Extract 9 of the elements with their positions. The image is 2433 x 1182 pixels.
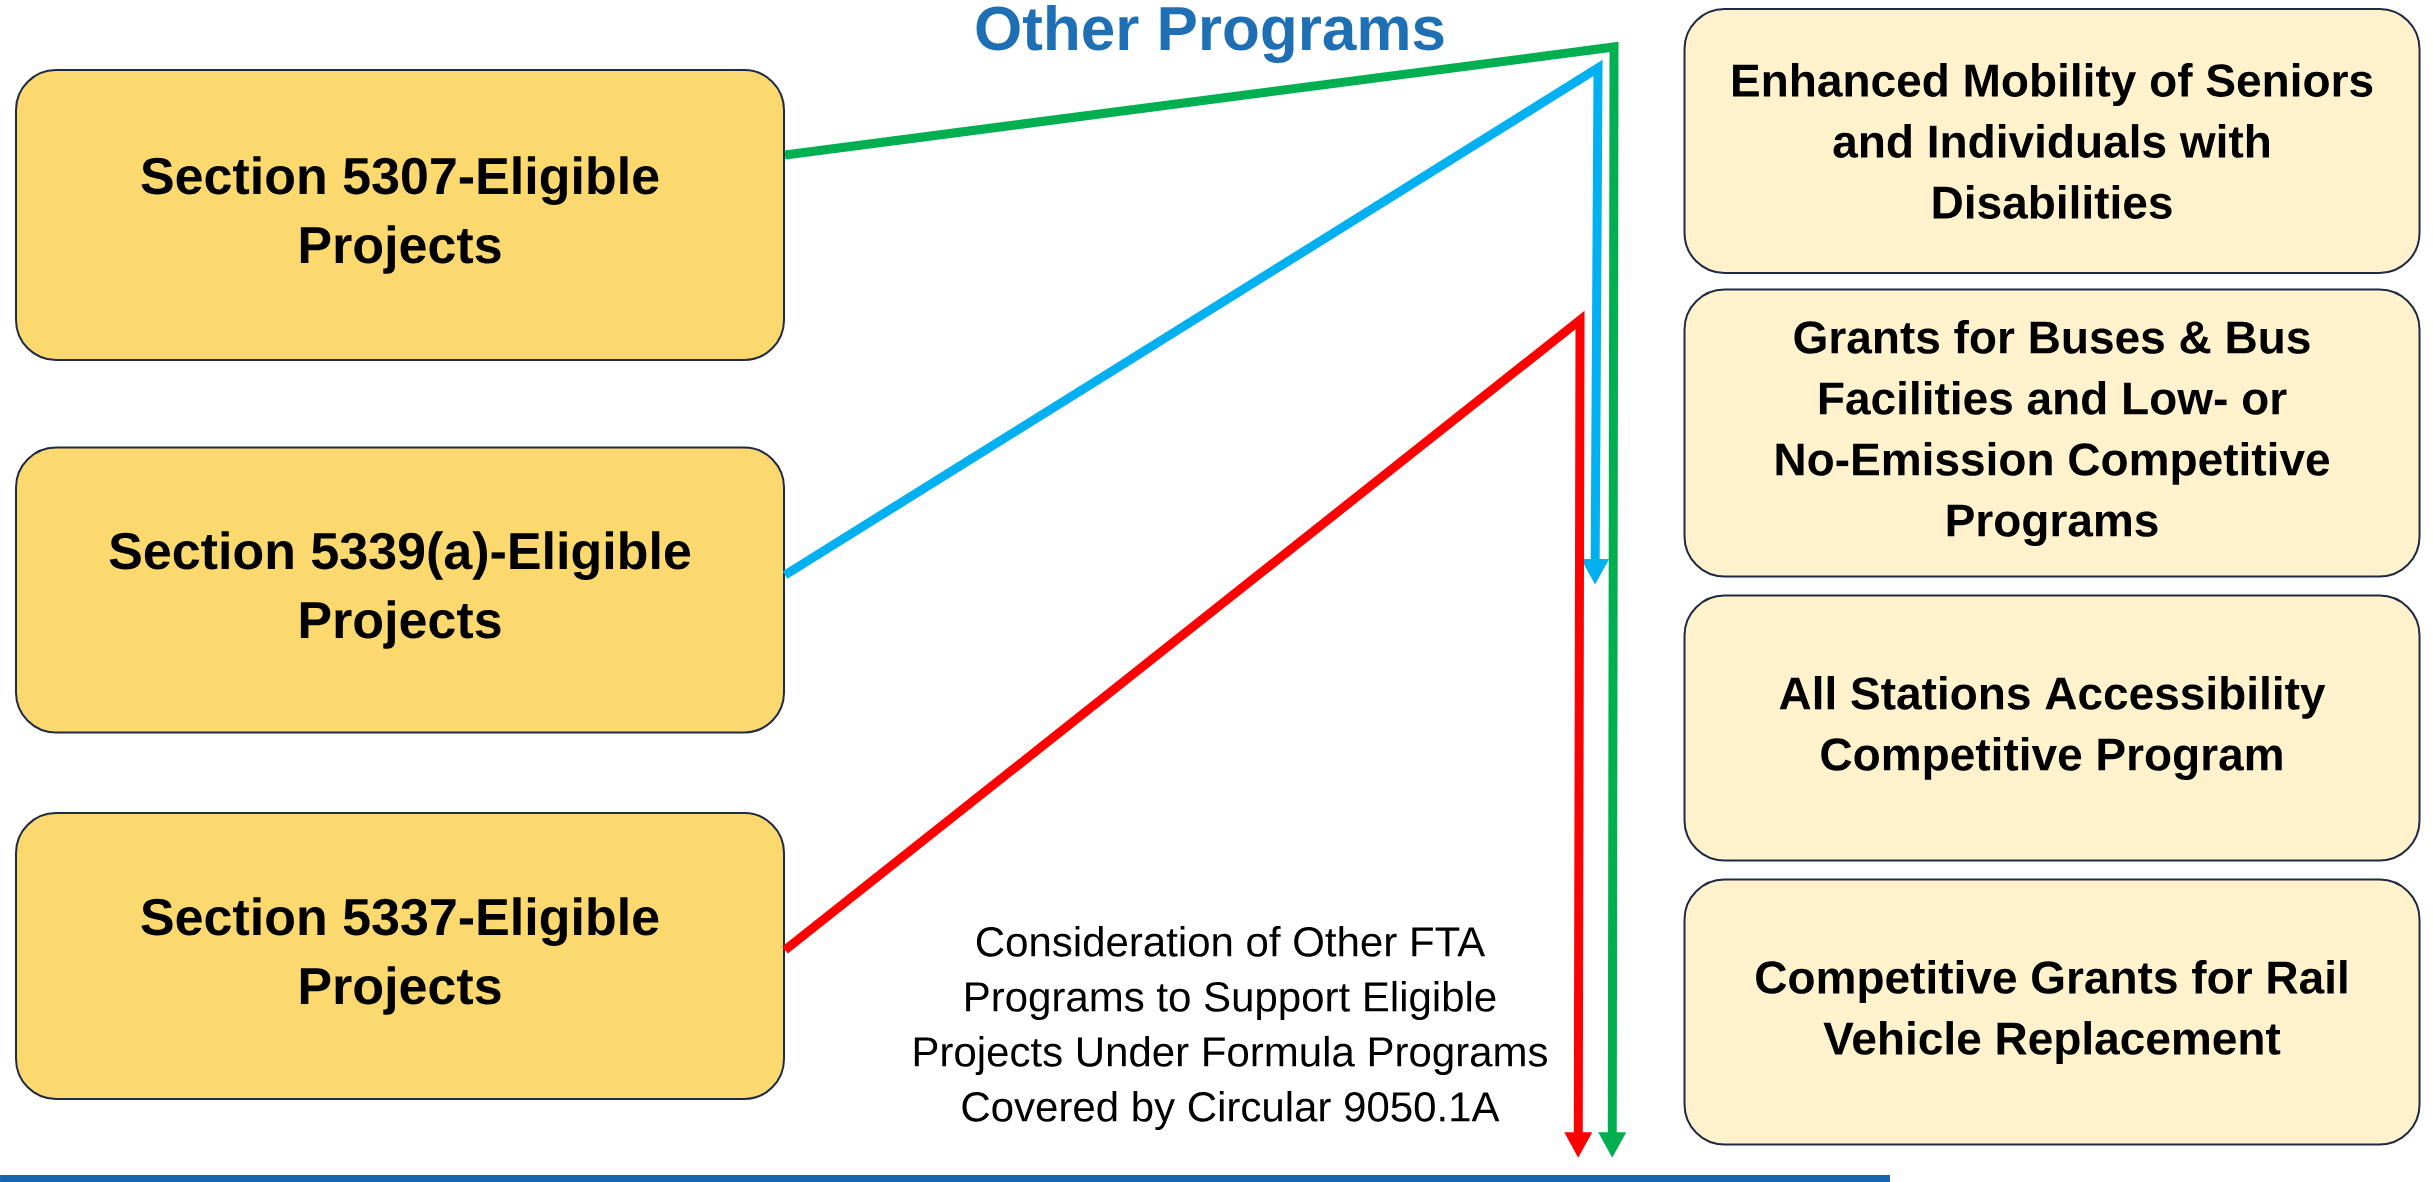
program-box: Grants for Buses & Bus Facilities and Low- or No-Emission Competitive Programs bbox=[1683, 288, 2421, 578]
program-box: Enhanced Mobility of Seniors and Individuals with Disabilities bbox=[1683, 8, 2421, 274]
note-text: Consideration of Other FTA Programs to Support Eligible Projects Under Formula Programs Covered by Circular 9050.1A bbox=[914, 925, 1547, 1131]
program-box: Section 5307-Eligible Projects bbox=[15, 69, 785, 361]
title: Other Programs bbox=[976, 4, 1444, 64]
program-box: Competitive Grants for Rail Vehicle Replacement bbox=[1683, 878, 2421, 1146]
program-box: Section 5337-Eligible Projects bbox=[15, 812, 785, 1100]
program-box: Section 5339(a)-Eligible Projects bbox=[15, 446, 785, 734]
program-box: All Stations Accessibility Competitive Program bbox=[1683, 594, 2421, 862]
